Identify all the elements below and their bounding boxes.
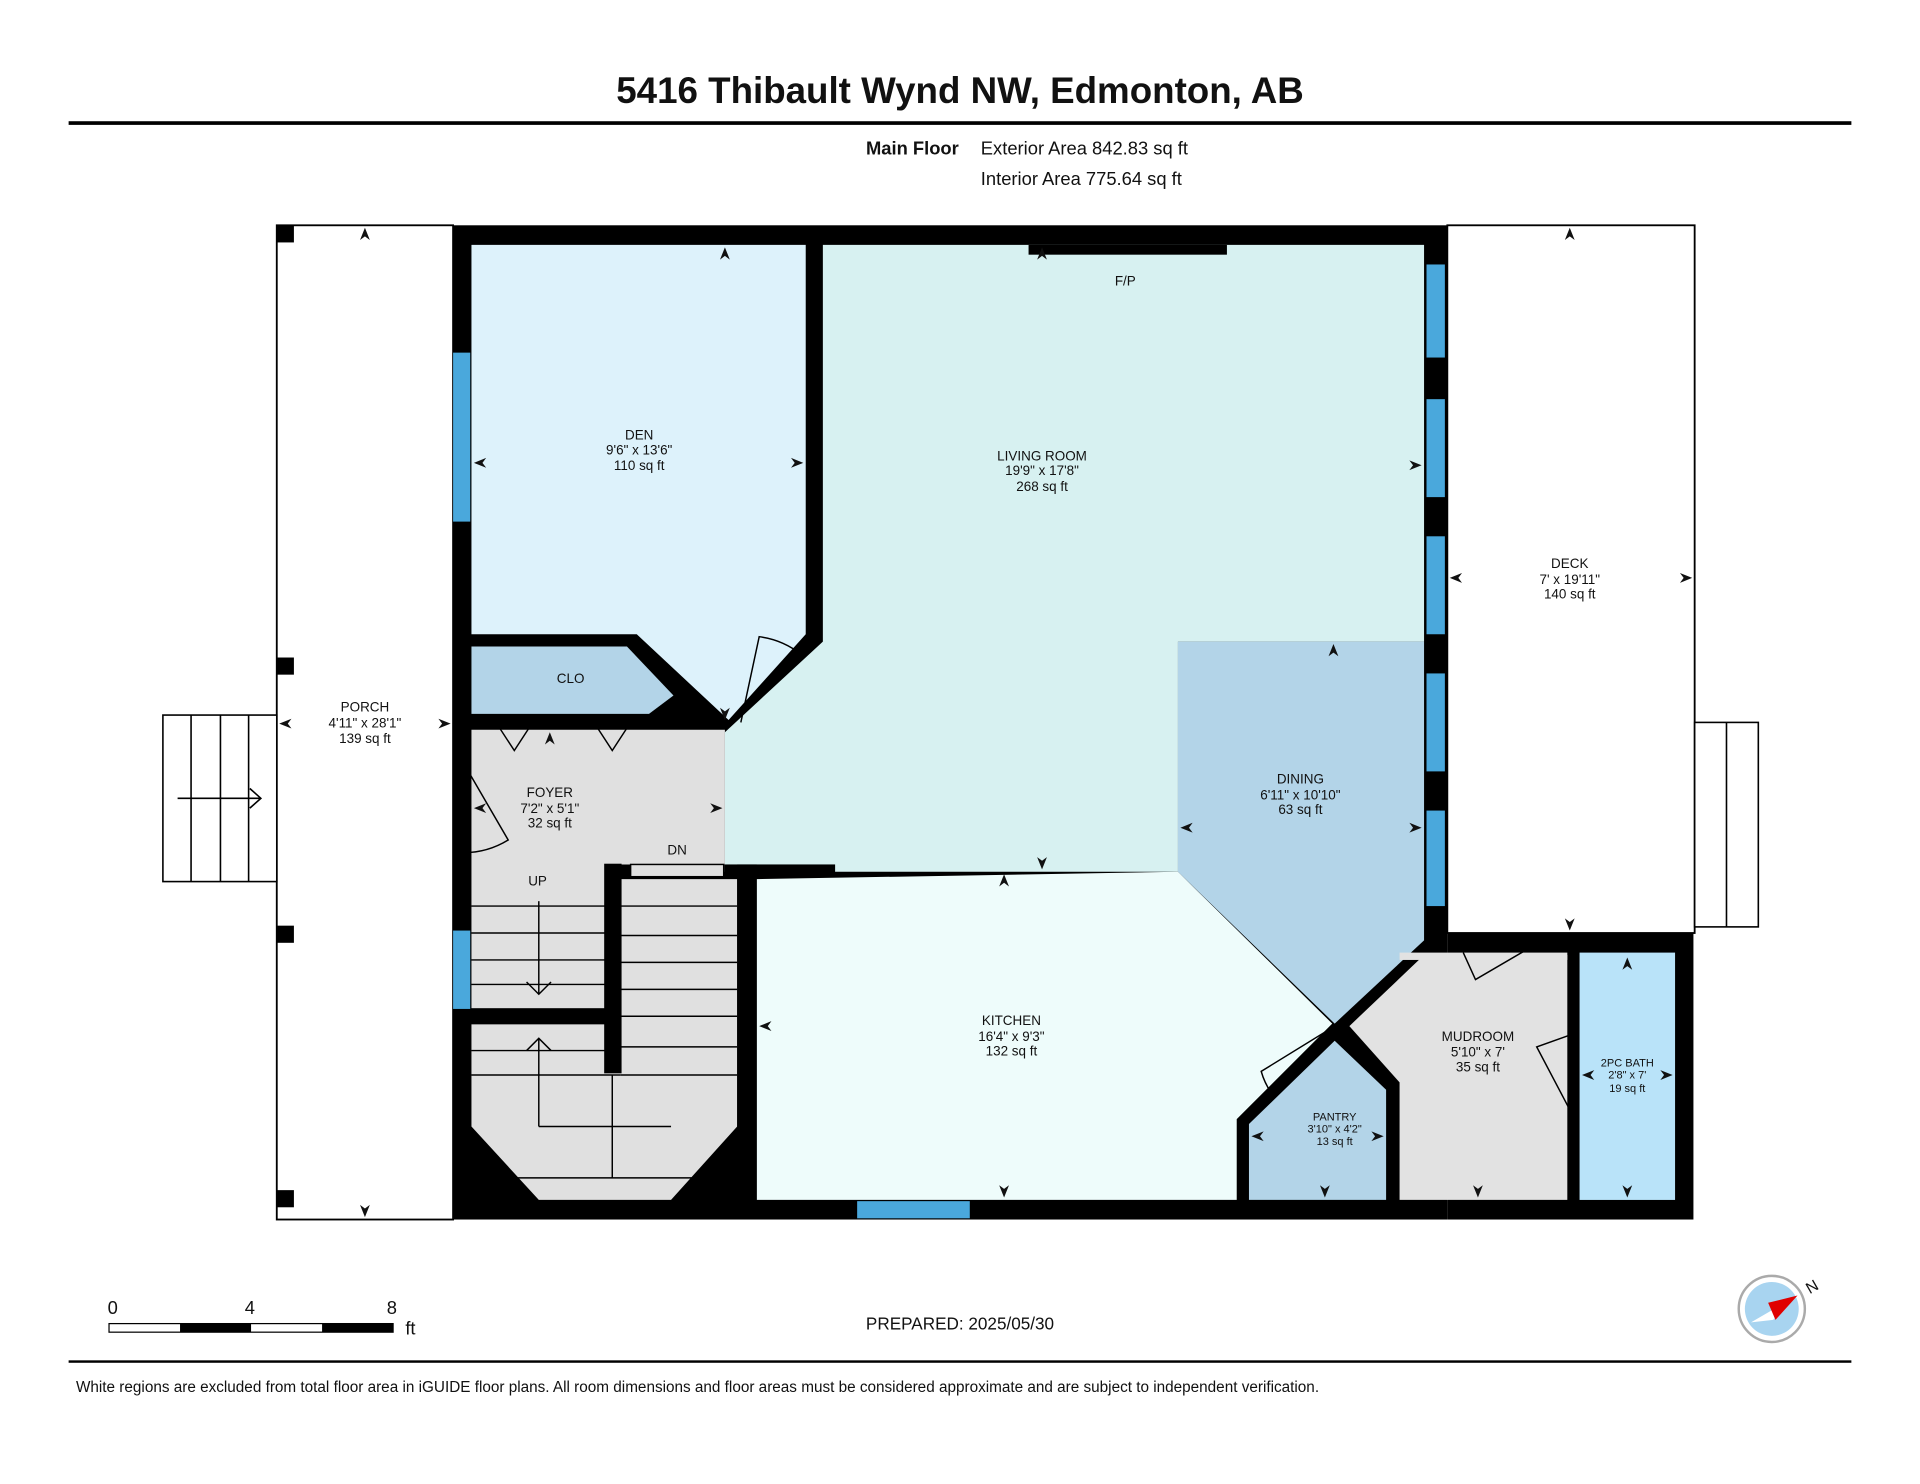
exterior-area: Exterior Area 842.83 sq ft: [981, 137, 1188, 158]
pantry-area: 13 sq ft: [1317, 1136, 1353, 1148]
doors: [454, 635, 1575, 1118]
scale-tick-4: 4: [245, 1297, 255, 1318]
foyer-area: 32 sq ft: [528, 816, 572, 831]
floor-name: Main Floor: [866, 137, 959, 158]
compass-label: N: [1803, 1277, 1821, 1297]
dining-dims: 6'11" x 10'10": [1260, 788, 1340, 803]
foyer-name: FOYER: [527, 785, 574, 800]
dining-name: DINING: [1277, 772, 1324, 787]
den-name: DEN: [625, 428, 653, 443]
deck-steps: [1693, 721, 1760, 928]
kitchen-name: KITCHEN: [982, 1013, 1041, 1028]
porch-name: PORCH: [341, 699, 390, 714]
room-den: [471, 244, 806, 720]
room-closet: [471, 646, 674, 714]
kitchen-dims: 16'4" x 9'3": [978, 1029, 1045, 1044]
mudroom-area: 35 sq ft: [1456, 1059, 1500, 1074]
deck-dims: 7' x 19'11": [1539, 572, 1600, 587]
bath-name: 2PC BATH: [1601, 1057, 1654, 1069]
title-divider: [68, 121, 1852, 125]
scale-tick-8: 8: [387, 1297, 397, 1318]
living-area: 268 sq ft: [1016, 479, 1068, 494]
mudroom-dims: 5'10" x 7': [1451, 1045, 1505, 1060]
bath-area: 19 sq ft: [1609, 1083, 1645, 1095]
den-area: 110 sq ft: [614, 458, 665, 473]
scale-bar: 0 4 8 ft: [108, 1297, 416, 1339]
windows: [453, 264, 1445, 1219]
living-name: LIVING ROOM: [997, 448, 1087, 463]
pantry-dims: 3'10" x 4'2": [1308, 1124, 1362, 1136]
stairs-down-label: DN: [667, 843, 686, 858]
interior-area: Interior Area 775.64 sq ft: [981, 168, 1182, 189]
deck: [1446, 224, 1696, 934]
room-kitchen: [756, 871, 1333, 1200]
deck-name: DECK: [1551, 556, 1588, 571]
pantry-name: PANTRY: [1313, 1111, 1357, 1123]
bath-dims: 2'8" x 7': [1608, 1070, 1646, 1082]
room-foyer: [471, 729, 725, 865]
compass-icon: N: [1737, 1274, 1822, 1344]
fireplace: [1028, 244, 1227, 255]
mudroom-name: MUDROOM: [1442, 1029, 1515, 1044]
room-bath: [1579, 952, 1676, 1200]
scale-tick-0: 0: [108, 1297, 118, 1318]
living-dims: 19'9" x 17'8": [1005, 463, 1079, 478]
porch-steps: [162, 714, 278, 883]
room-pantry: [1248, 1040, 1387, 1200]
scale-unit: ft: [405, 1318, 415, 1339]
dimension-arrows: [279, 227, 1693, 1218]
prepared-date: PREPARED: 2025/05/30: [866, 1314, 1054, 1334]
room-mudroom: [1349, 955, 1568, 1200]
fireplace-label: F/P: [1115, 273, 1136, 288]
deck-area: 140 sq ft: [1544, 587, 1596, 602]
room-dining: [1177, 641, 1425, 1024]
page-title: 5416 Thibault Wynd NW, Edmonton, AB: [616, 70, 1303, 111]
dining-area: 63 sq ft: [1278, 802, 1322, 817]
porch-area: 139 sq ft: [339, 731, 391, 746]
porch: [275, 224, 455, 1221]
stairs: [470, 863, 738, 1179]
footer-divider: [68, 1360, 1852, 1363]
closet-name: CLO: [557, 671, 585, 686]
disclaimer: White regions are excluded from total fl…: [76, 1379, 1319, 1396]
den-dims: 9'6" x 13'6": [606, 442, 673, 457]
kitchen-area: 132 sq ft: [986, 1043, 1038, 1058]
room-living: [724, 244, 1425, 872]
stairs-up-label: UP: [528, 873, 547, 888]
foyer-dims: 7'2" x 5'1": [520, 801, 579, 816]
porch-dims: 4'11" x 28'1": [329, 715, 402, 730]
